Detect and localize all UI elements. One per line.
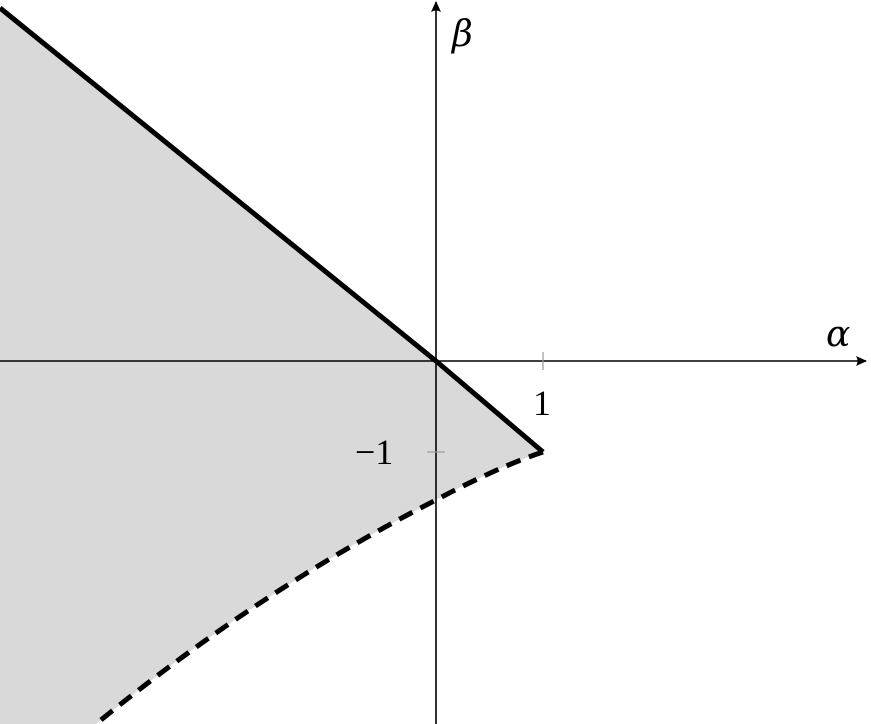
- y-tick-label: −1: [355, 432, 393, 472]
- x-axis-label: α: [826, 314, 850, 355]
- y-axis-label: β: [450, 14, 473, 55]
- solid-boundary-line: [0, 6, 545, 454]
- shaded-region: [0, 8, 543, 724]
- dashed-boundary-curve: [94, 449, 544, 724]
- x-tick-label: 1: [533, 383, 551, 423]
